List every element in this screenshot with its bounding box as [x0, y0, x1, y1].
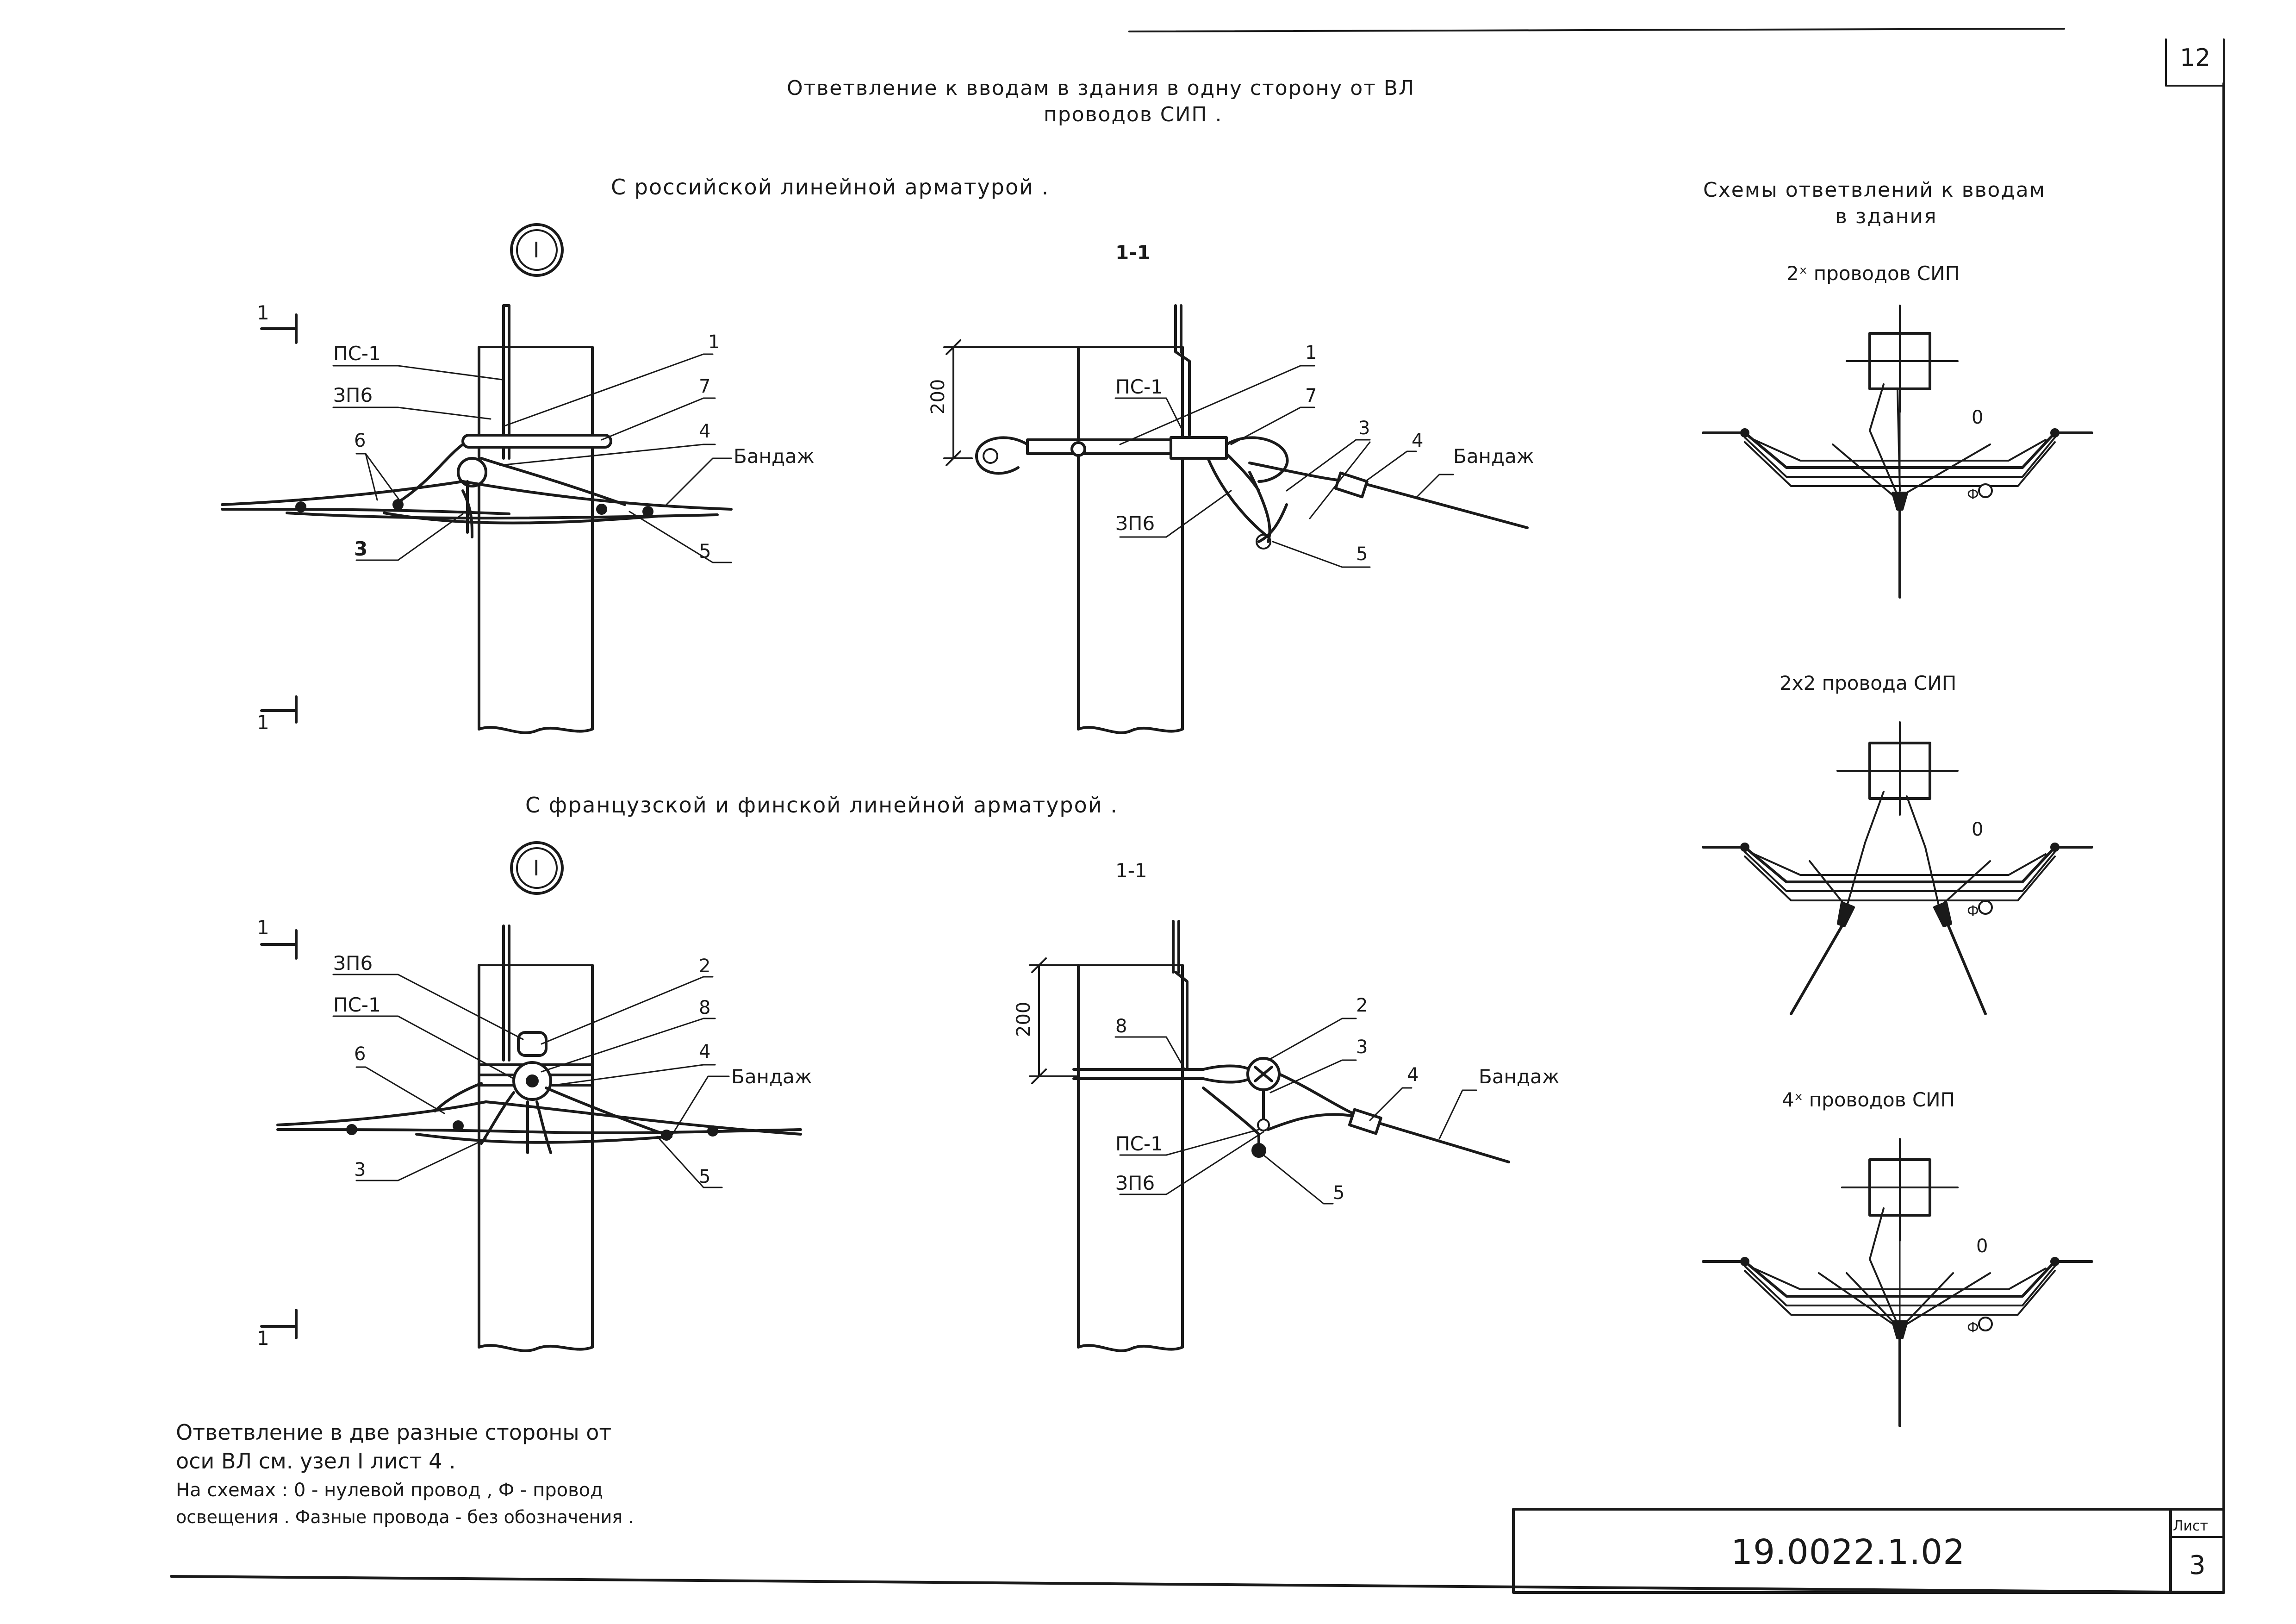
- bottom-left-label-4: 4: [699, 1041, 710, 1062]
- note-line4: освещения . Фазные провода - без обознач…: [176, 1507, 634, 1527]
- bottom-section-pole: [1077, 964, 1184, 1352]
- main-title-line1: Ответвление к вводам в здания в одну сто…: [787, 76, 1415, 100]
- top-left-pole: [478, 346, 594, 734]
- bottom-left-hardware: [276, 924, 802, 1154]
- top-section-cut-marks: [260, 313, 298, 724]
- top-dimension-200: 200: [927, 379, 949, 414]
- top-left-label-7: 7: [699, 376, 710, 397]
- bottom-section-label-ps: ПС-1: [1115, 1132, 1163, 1155]
- top-left-label-1: 1: [708, 331, 720, 353]
- top-section-hardware: [975, 304, 1529, 550]
- top-section-label-1: 1: [1305, 342, 1317, 363]
- top-section-label-bandage: Бандаж: [1453, 445, 1534, 468]
- bottom-left-label-zp: ЗП6: [333, 952, 373, 974]
- schemes-heading-line2: в здания: [1835, 205, 1937, 228]
- top-section-dimension: [943, 339, 1079, 466]
- scheme3-title: 4ˣ проводов СИП: [1782, 1088, 1955, 1111]
- top-left-hardware: [221, 304, 733, 538]
- top-left-label-4: 4: [699, 421, 710, 442]
- bottom-cut-mark-lower: 1: [257, 1327, 269, 1349]
- top-node-marker: [510, 223, 564, 277]
- bottom-left-label-ps: ПС-1: [333, 993, 381, 1016]
- bottom-section-dimension: [1029, 957, 1079, 1084]
- top-cut-mark-upper: 1: [257, 301, 269, 324]
- scheme1-title: 2ˣ проводов СИП: [1786, 262, 1960, 285]
- bottom-section-label-5: 5: [1333, 1182, 1344, 1204]
- document-code: 19.0022.1.02: [1731, 1532, 1965, 1572]
- sheet-label: Лист: [2173, 1518, 2208, 1534]
- bottom-node-marker: [510, 841, 564, 895]
- top-left-label-5: 5: [699, 540, 711, 562]
- bottom-section-leaders: [1114, 1018, 1477, 1205]
- note-line2: оси ВЛ см. узел I лист 4 .: [176, 1449, 456, 1474]
- top-section-label-4: 4: [1412, 430, 1423, 451]
- bottom-section-label-bandage: Бандаж: [1479, 1065, 1560, 1088]
- main-title-line2: проводов СИП .: [1044, 103, 1222, 126]
- top-heading: С российской линейной арматурой .: [611, 175, 1049, 200]
- schemes-heading-line1: Схемы ответвлений к вводам: [1703, 178, 2046, 202]
- top-section-label-ps: ПС-1: [1115, 375, 1163, 398]
- top-section-title: 1-1: [1115, 241, 1151, 264]
- top-section-pole: [1077, 346, 1184, 734]
- top-left-label-6: 6: [354, 430, 366, 451]
- bottom-left-label-3: 3: [354, 1159, 366, 1181]
- scheme2-title: 2x2 провода СИП: [1780, 672, 1956, 694]
- bottom-left-label-8: 8: [699, 997, 710, 1018]
- bottom-section-label-4: 4: [1407, 1064, 1419, 1086]
- bottom-left-label-5: 5: [699, 1166, 710, 1187]
- bottom-section-title: 1-1: [1115, 859, 1147, 882]
- top-left-label-ps: ПС-1: [333, 342, 381, 365]
- top-section-label-5: 5: [1356, 543, 1368, 565]
- top-left-label-3: 3: [354, 537, 367, 560]
- scheme3-diagram: [1702, 1138, 2093, 1427]
- bottom-left-label-6: 6: [354, 1043, 366, 1065]
- bottom-left-view: [276, 924, 802, 1352]
- top-section-view: [943, 304, 1529, 734]
- bottom-section-label-2: 2: [1356, 995, 1368, 1016]
- scheme3-zero-mark: 0: [1976, 1236, 1988, 1257]
- top-left-view: [221, 304, 733, 734]
- bottom-node-marker-label: I: [533, 856, 540, 881]
- bottom-dimension-200: 200: [1013, 1002, 1034, 1037]
- bottom-left-label-bandage: Бандаж: [731, 1065, 812, 1088]
- sheet-number: 3: [2189, 1550, 2206, 1580]
- top-left-label-bandage: Бандаж: [734, 445, 815, 468]
- corner-sheet-number: 12: [2180, 44, 2210, 72]
- scheme2-zero-mark: 0: [1972, 819, 1983, 840]
- bottom-heading: С французской и финской линейной арматур…: [525, 793, 1118, 818]
- title-block: [1512, 1508, 2225, 1594]
- scheme2-phi-mark: Ф: [1967, 903, 1979, 919]
- top-section-label-7: 7: [1305, 385, 1317, 406]
- top-node-marker-label: I: [533, 237, 540, 262]
- scheme1-diagram: [1702, 305, 2093, 599]
- bottom-left-leaders: [332, 974, 730, 1188]
- bottom-section-cut-marks: [260, 929, 298, 1339]
- bottom-section-hardware: [1072, 920, 1510, 1163]
- bottom-left-label-2: 2: [699, 956, 710, 977]
- top-left-leaders: [332, 353, 732, 563]
- bottom-cut-mark-upper: 1: [257, 916, 269, 939]
- bottom-section-label-8: 8: [1115, 1016, 1127, 1037]
- top-section-label-zp: ЗП6: [1115, 512, 1155, 535]
- bottom-section-view: [1029, 920, 1510, 1352]
- top-section-leaders: [1114, 365, 1454, 568]
- scheme2-diagram: [1702, 721, 2093, 1015]
- scheme1-zero-mark: 0: [1972, 407, 1983, 428]
- top-cut-mark-lower: 1: [257, 711, 269, 734]
- bottom-left-pole: [478, 964, 594, 1352]
- scheme3-phi-mark: Ф: [1967, 1320, 1979, 1336]
- scheme1-phi-mark: Ф: [1967, 487, 1979, 503]
- bottom-section-label-zp: ЗП6: [1115, 1172, 1155, 1194]
- note-line1: Ответвление в две разные стороны от: [176, 1420, 611, 1445]
- bottom-section-label-3: 3: [1356, 1037, 1368, 1058]
- sheet-frame: [170, 28, 2225, 1594]
- top-section-label-3: 3: [1358, 418, 1370, 439]
- top-left-label-zp: ЗП6: [333, 384, 373, 406]
- note-line3: На схемах : 0 - нулевой провод , Ф - про…: [176, 1480, 603, 1501]
